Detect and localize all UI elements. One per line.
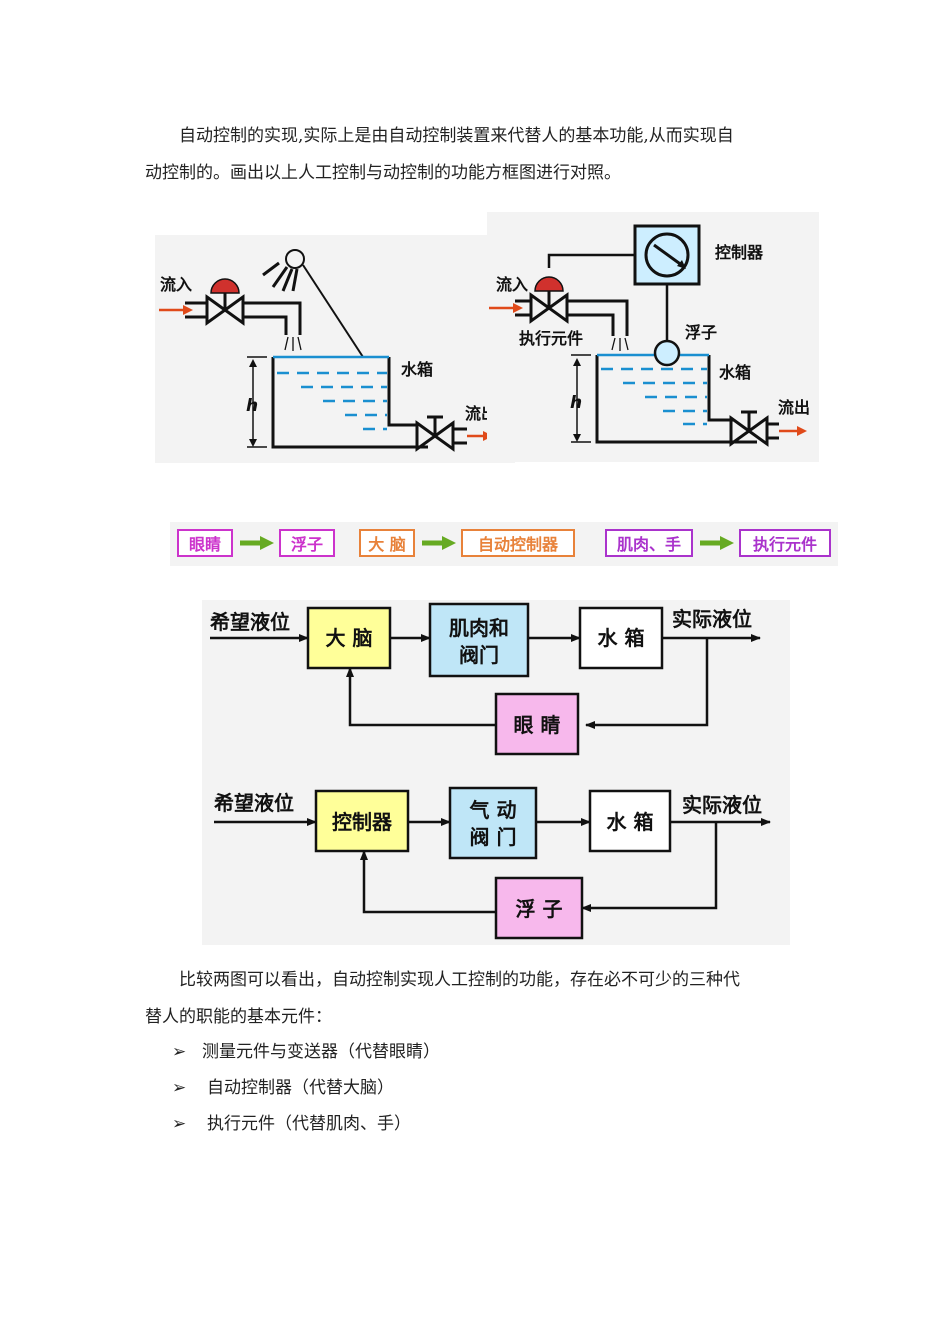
list-item-text: 自动控制器（代替大脑） bbox=[207, 1078, 394, 1098]
manual-actuator-block bbox=[428, 602, 530, 678]
mapping-row: 眼睛 浮子 大 脑 自动控制器 肌肉、手 执行元件 bbox=[170, 522, 838, 566]
conclusion-line-2: 替人的职能的基本元件： bbox=[145, 1007, 332, 1027]
intro-line-2: 动控制的。画出以上人工控制与动控制的功能方框图进行对照。 bbox=[145, 163, 621, 183]
list-item: ➢ 测量元件与变送器（代替眼睛） bbox=[172, 1040, 440, 1064]
block-diagrams: 希望液位 大 脑 肌肉和 阀门 水 箱 实际液位 眼 睛 希望液位 控制器 气 … bbox=[202, 600, 790, 945]
hand-icon bbox=[262, 249, 364, 358]
conclusion-line-1: 比较两图可以看出，自动控制实现人工控制的功能，存在必不可少的三种代 bbox=[179, 970, 740, 990]
manual-inflow-label: 流入 bbox=[160, 275, 192, 294]
manual-tank-label: 水箱 bbox=[401, 360, 433, 379]
auto-actuator-block bbox=[448, 786, 538, 860]
controller-gauge-icon bbox=[633, 224, 701, 286]
manual-h-label: h bbox=[246, 396, 258, 416]
manual-sensor-label: 眼 睛 bbox=[514, 713, 561, 737]
auto-water-lines bbox=[601, 367, 707, 426]
auto-outlet-valve-icon bbox=[729, 410, 769, 447]
auto-loop-diagram: 希望液位 控制器 气 动 阀 门 水 箱 实际液位 浮 子 bbox=[214, 786, 771, 940]
auto-sensor-label: 浮 子 bbox=[516, 897, 563, 921]
auto-sensor-block bbox=[494, 876, 584, 940]
auto-actuator-label: 执行元件 bbox=[519, 329, 583, 348]
mapping-pair-hand-actuator: 肌肉、手 执行元件 bbox=[605, 529, 831, 557]
auto-loop-input-label: 希望液位 bbox=[214, 791, 294, 815]
bullet-arrow-icon: ➢ bbox=[172, 1114, 187, 1134]
mapping-pair-eye-float: 眼睛 浮子 bbox=[177, 529, 335, 557]
manual-valve-icon bbox=[205, 278, 245, 326]
intro-line-1: 自动控制的实现,实际上是由自动控制装置来代替人的基本功能,从而实现自 bbox=[179, 126, 734, 146]
list-item-text: 测量元件与变送器（代替眼睛） bbox=[202, 1042, 440, 1062]
mapping-device-actuator: 执行元件 bbox=[753, 535, 817, 554]
manual-water-lines bbox=[277, 371, 387, 431]
mapping-human-hand: 肌肉、手 bbox=[617, 535, 681, 554]
list-item: ➢ 自动控制器（代替大脑） bbox=[172, 1076, 394, 1100]
mapping-device-float: 浮子 bbox=[291, 535, 323, 554]
bullet-arrow-icon: ➢ bbox=[172, 1042, 187, 1062]
auto-controller-block bbox=[314, 789, 410, 853]
auto-tank-label: 水箱 bbox=[719, 363, 751, 382]
manual-loop-diagram: 希望液位 大 脑 肌肉和 阀门 水 箱 实际液位 眼 睛 bbox=[210, 602, 761, 756]
mapping-human-brain: 大 脑 bbox=[368, 535, 406, 554]
manual-loop-input-label: 希望液位 bbox=[210, 610, 290, 634]
auto-tank-figure: 控制器 浮子 流入 执行元件 水箱 h bbox=[487, 212, 819, 462]
conclusion-paragraph: 比较两图可以看出，自动控制实现人工控制的功能，存在必不可少的三种代 替人的职能的… bbox=[145, 962, 810, 1036]
auto-float-label: 浮子 bbox=[685, 323, 717, 342]
float-ball-icon bbox=[653, 339, 681, 367]
manual-actuator-label-1: 肌肉和 bbox=[449, 616, 509, 640]
mapping-device-controller: 自动控制器 bbox=[478, 535, 559, 554]
auto-actuator-label-2: 阀 门 bbox=[470, 825, 517, 849]
list-item: ➢ 执行元件（代替肌肉、手） bbox=[172, 1112, 411, 1136]
auto-outflow-label: 流出 bbox=[778, 398, 810, 417]
auto-process-block bbox=[588, 789, 672, 853]
manual-actuator-label-2: 阀门 bbox=[459, 643, 499, 667]
manual-controller-label: 大 脑 bbox=[326, 626, 373, 650]
manual-loop-output-label: 实际液位 bbox=[672, 607, 752, 631]
auto-valve-icon bbox=[529, 276, 569, 324]
auto-inflow-label: 流入 bbox=[496, 275, 528, 294]
manual-outlet-valve-icon bbox=[415, 415, 455, 452]
mapping-pair-brain-controller: 大 脑 自动控制器 bbox=[359, 529, 575, 557]
auto-loop-output-label: 实际液位 bbox=[682, 793, 762, 817]
list-item-text: 执行元件（代替肌肉、手） bbox=[207, 1114, 411, 1134]
auto-process-label: 水 箱 bbox=[607, 810, 654, 834]
auto-controller-label: 控制器 bbox=[332, 810, 393, 834]
manual-tank-figure: 流入 水箱 h bbox=[155, 235, 515, 463]
manual-process-label: 水 箱 bbox=[598, 626, 645, 650]
auto-h-label: h bbox=[570, 393, 582, 413]
intro-paragraph: 自动控制的实现,实际上是由自动控制装置来代替人的基本功能,从而实现自 动控制的。… bbox=[145, 118, 810, 192]
auto-actuator-label-1: 气 动 bbox=[469, 798, 517, 822]
bullet-arrow-icon: ➢ bbox=[172, 1078, 187, 1098]
mapping-human-eye: 眼睛 bbox=[189, 535, 221, 554]
auto-controller-label: 控制器 bbox=[715, 243, 764, 262]
